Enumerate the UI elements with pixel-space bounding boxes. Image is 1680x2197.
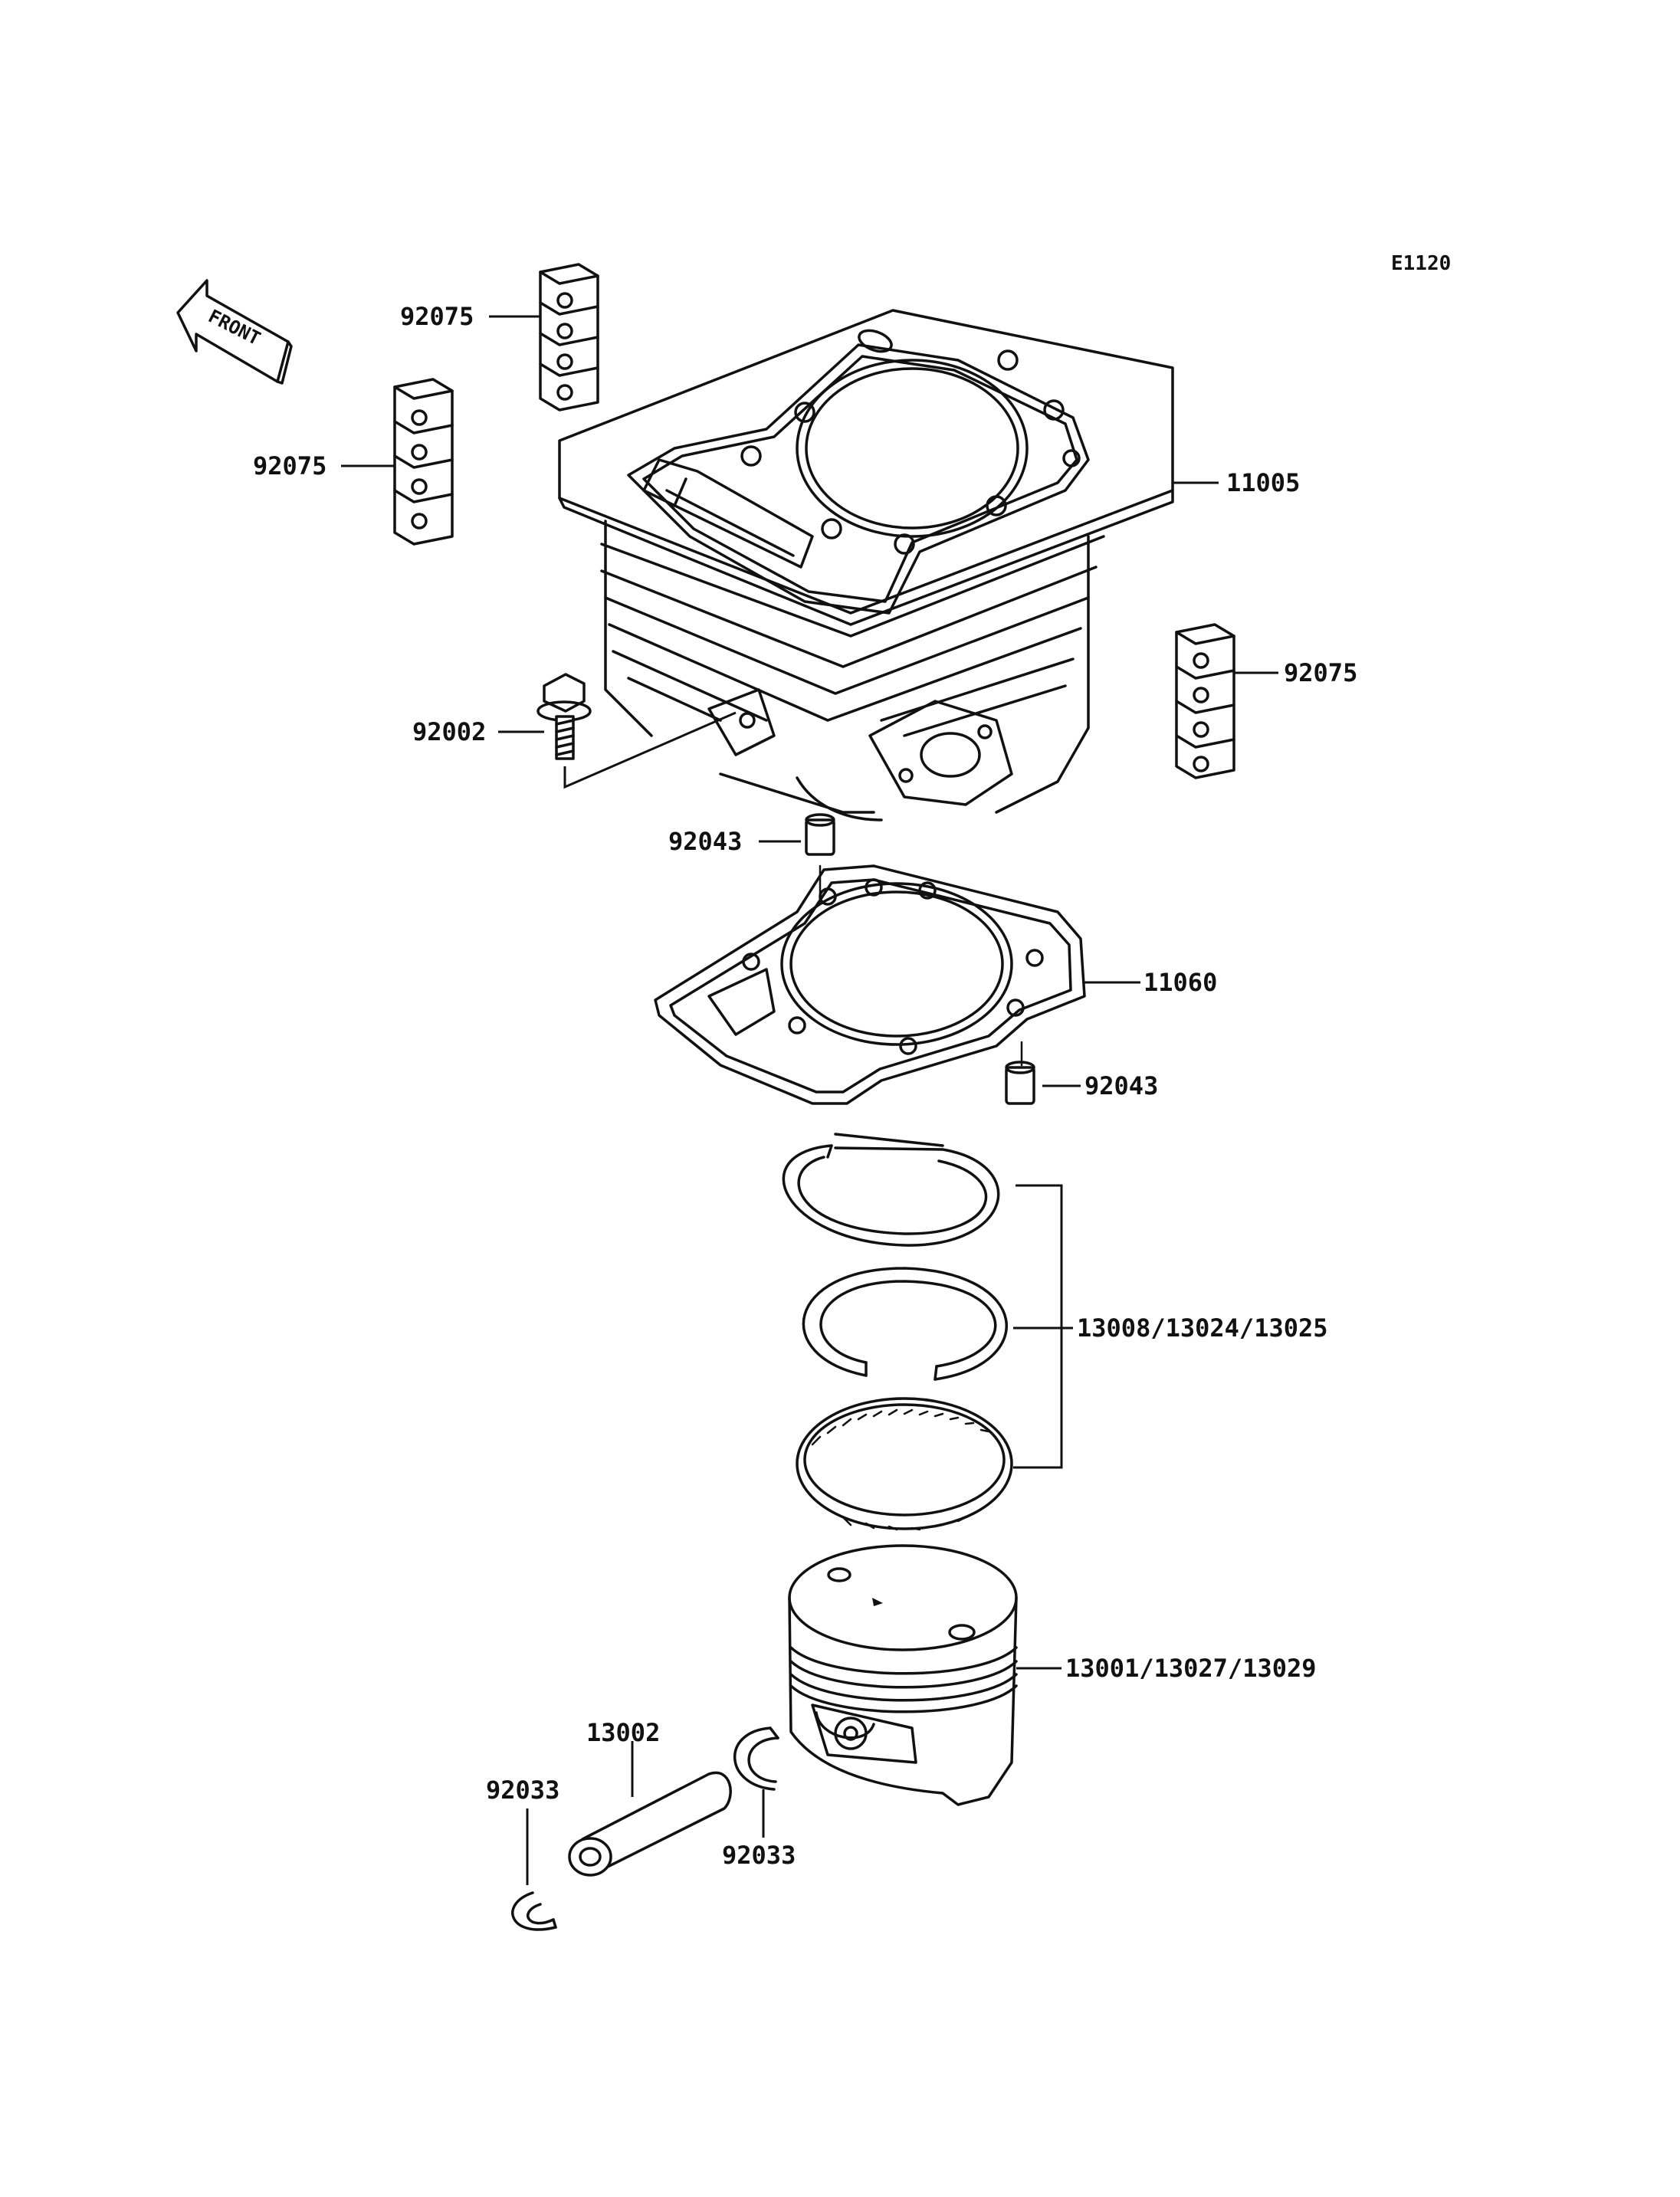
- circlip-right: [733, 1726, 779, 1791]
- callout-13002: 13002: [586, 1718, 660, 1747]
- damper-rubber-upper: [539, 263, 599, 412]
- callout-92043-lower: 92043: [1084, 1071, 1158, 1100]
- callout-92075-left: 92075: [253, 451, 326, 480]
- callout-92043-upper: 92043: [668, 827, 742, 856]
- piston: [788, 1544, 1018, 1806]
- piston-pin: [568, 1771, 732, 1877]
- callout-piston: 13001/13027/13029: [1065, 1654, 1317, 1683]
- dowel-pin-upper: [805, 813, 835, 856]
- callout-92075-upper: 92075: [400, 302, 474, 331]
- damper-rubber-left: [393, 378, 454, 546]
- callout-11060: 11060: [1144, 968, 1217, 997]
- diagram-code: E1120: [1391, 252, 1451, 275]
- front-direction-arrow-icon: FRONT: [176, 279, 293, 385]
- callout-92002: 92002: [412, 717, 486, 746]
- damper-rubber-right: [1175, 623, 1235, 779]
- piston-ring-second: [802, 1267, 1008, 1381]
- piston-ring-top: [782, 1133, 1000, 1247]
- callout-rings: 13008/13024/13025: [1077, 1313, 1328, 1343]
- dowel-pin-lower: [1005, 1061, 1035, 1105]
- callout-92033-right: 92033: [722, 1841, 796, 1870]
- base-gasket: [654, 864, 1086, 1105]
- circlip-left: [511, 1891, 557, 1931]
- cylinder-part: [558, 309, 1174, 821]
- piston-ring-oil: [796, 1397, 1013, 1531]
- callout-11005: 11005: [1226, 468, 1300, 497]
- callout-92075-right: 92075: [1284, 658, 1357, 687]
- flange-bolt: [536, 673, 592, 760]
- callout-92033-left: 92033: [486, 1776, 559, 1805]
